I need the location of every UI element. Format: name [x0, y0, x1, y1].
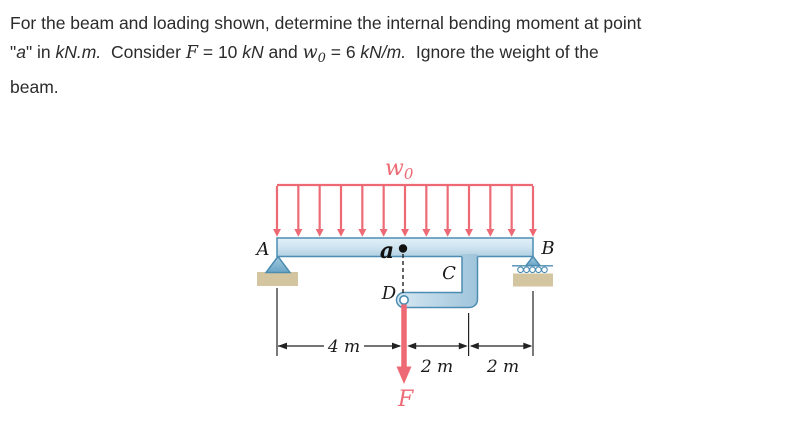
dim-2m2-label: 2 m [486, 357, 519, 377]
load-arrow-head [294, 229, 303, 237]
dim-4m-arrow-left [277, 342, 287, 350]
roller-triangle-B [524, 255, 542, 267]
force-F-label: F [397, 387, 414, 412]
roller-wheel [523, 266, 530, 274]
roller-wheels [517, 266, 548, 274]
and-text: and [263, 42, 303, 62]
load-arrow-head [507, 229, 516, 237]
force-symbol-text: F [185, 43, 198, 63]
w-symbol-text: w [302, 43, 318, 63]
load-arrow-head [337, 229, 345, 237]
load-arrow-head [529, 229, 537, 237]
load-arrow-head [401, 229, 409, 237]
label-B: B [540, 238, 554, 259]
roller-wheel [541, 266, 548, 274]
bracket-outline [395, 256, 479, 309]
unit-knm: kN.m. [55, 42, 102, 62]
point-a-dot [398, 244, 408, 253]
label-a: a [380, 238, 394, 264]
load-arrow-head [443, 229, 452, 237]
label-C: C [442, 263, 456, 284]
roller-support-B [512, 255, 553, 287]
roller-wheel [535, 266, 542, 274]
dim-4m-label: 4 m [327, 337, 360, 357]
label-A: A [255, 239, 270, 260]
unit-knpm: kN/m. [360, 42, 407, 62]
label-D: D [381, 283, 397, 304]
dim-2m2-arrow-right [523, 342, 533, 350]
load-arrow-head [358, 229, 367, 237]
dim-2m1-arrow-left [407, 342, 417, 350]
load-arrow-head [315, 229, 324, 237]
force-value-text: = 10 [198, 42, 243, 62]
quote-open: " [10, 42, 17, 62]
roller-wheel [529, 266, 536, 274]
dimensions: 4 m 2 m 2 m [276, 288, 534, 377]
load-arrow-head [486, 229, 495, 237]
load-arrow-head [273, 229, 281, 237]
ignore-text: Ignore the weight of the [406, 42, 599, 62]
consider-text: Consider [101, 42, 186, 62]
distributed-load: w0 [273, 156, 537, 237]
dim-4m-arrow-right [392, 342, 402, 350]
load-label: w0 [385, 156, 414, 183]
load-symbol: w [385, 156, 404, 181]
force-F: F [396, 304, 414, 412]
w-subscript-text: 0 [317, 51, 326, 66]
roller-wheel [517, 266, 524, 274]
load-arrow-head [422, 229, 431, 237]
problem-statement: For the beam and loading shown, determin… [10, 9, 790, 102]
point-a-ref: a [16, 42, 26, 62]
quote-close: " in [25, 42, 56, 62]
dim-2m1-arrow-right [458, 342, 468, 350]
load-subscript: 0 [404, 165, 414, 183]
bracket-body [396, 254, 478, 308]
unit-kn: kN [242, 42, 264, 62]
dim-2m2-arrow-left [469, 342, 479, 350]
pin-D [398, 294, 409, 305]
force-F-arrowhead [396, 366, 412, 384]
distributed-load-arrows [273, 186, 537, 237]
load-arrow-head [465, 229, 473, 237]
ground-block-B [513, 273, 553, 287]
load-arrow-head [379, 229, 388, 237]
dim-2m1-label: 2 m [420, 357, 453, 377]
statement-line1: For the beam and loading shown, determin… [10, 13, 642, 33]
pin-triangle-A [264, 255, 292, 274]
statement-line3: beam. [10, 77, 59, 97]
pin-support-A [257, 255, 298, 286]
w-value-text: = 6 [325, 42, 361, 62]
ground-block-A [257, 272, 298, 286]
